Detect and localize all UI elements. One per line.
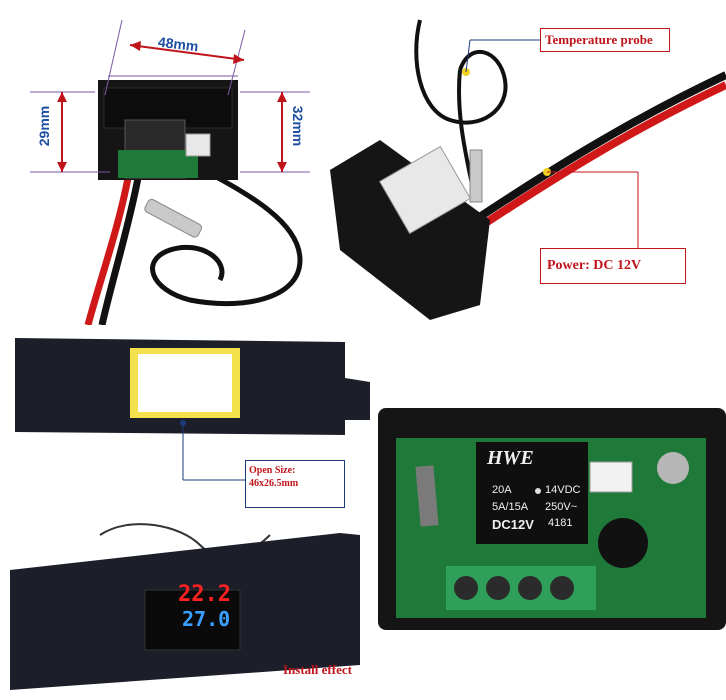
display-top-reading: 22.2 xyxy=(178,582,231,607)
relay-line2-right: 250V~ xyxy=(545,501,578,513)
module-wiring-photo xyxy=(310,0,726,325)
height-left-dimension-label: 29mm xyxy=(36,105,53,147)
relay-line3-left: DC12V xyxy=(492,517,534,532)
height-right-dimension-label: 32mm xyxy=(290,105,307,147)
install-effect-photo xyxy=(0,515,375,700)
relay-line1-left: 20A xyxy=(492,484,512,496)
relay-line1-right: 14VDC xyxy=(545,484,581,496)
relay-line3-right: 4181 xyxy=(548,517,573,529)
open-size-value: 46x26.5mm xyxy=(249,478,299,489)
relay-line2-left: 5A/15A xyxy=(492,501,529,513)
module-dimension-photo: 48mm 29mm 32mm xyxy=(0,0,330,325)
open-size-label: Open Size: xyxy=(249,465,296,476)
open-size-callout: Open Size: 46x26.5mm xyxy=(245,460,345,508)
temperature-probe-callout: Temperature probe xyxy=(540,28,670,52)
install-effect-caption: Install effect xyxy=(283,662,352,677)
relay-brand: HWE xyxy=(487,447,534,469)
display-bottom-reading: 27.0 xyxy=(182,607,231,631)
power-callout: Power: DC 12V xyxy=(540,248,686,284)
pcb-closeup-photo xyxy=(378,408,726,630)
panel-cutout-photo xyxy=(0,330,375,515)
